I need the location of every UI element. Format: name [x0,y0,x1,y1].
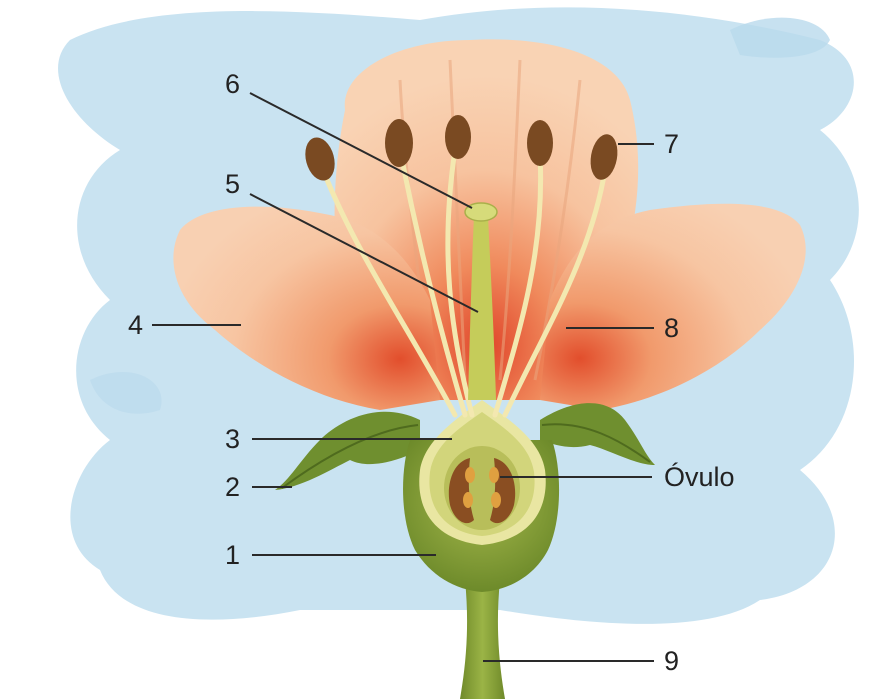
sepal-right-vein [541,423,651,463]
anthers [305,115,618,181]
label-8: 8 [664,313,679,343]
style [468,215,496,400]
sepal-left-vein [281,424,419,489]
label-1: 1 [225,540,240,570]
sepal-right [540,403,655,465]
label-4: 4 [128,310,143,340]
leader-lines [152,92,654,662]
label-2: 2 [225,472,240,502]
label-9: 9 [664,646,679,676]
label-6: 6 [225,69,240,99]
petal-right [540,203,806,410]
label-7: 7 [664,129,679,159]
ovules [448,458,516,524]
sepal-left [275,411,420,490]
label-ovule: Óvulo [664,461,735,492]
filaments [322,147,608,418]
label-5: 5 [225,169,240,199]
stigma [464,202,498,222]
label-3: 3 [225,424,240,454]
stem [460,580,505,699]
